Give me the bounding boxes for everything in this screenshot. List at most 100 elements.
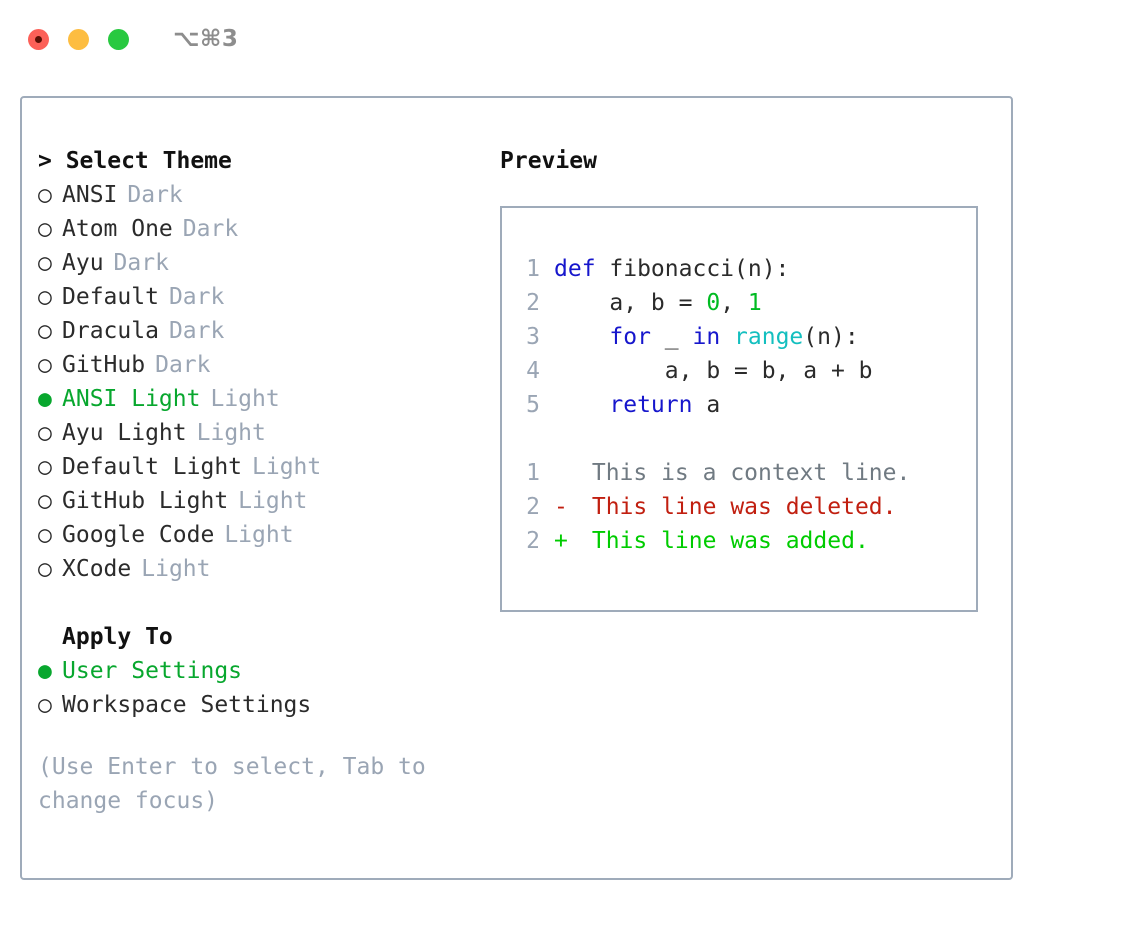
theme-option-ayu[interactable]: ○ Ayu Dark	[38, 246, 493, 280]
radio-unselected-icon: ○	[38, 250, 52, 276]
theme-option-kind: Dark	[182, 216, 239, 242]
code-token-plain: a	[692, 392, 721, 418]
theme-option-ansi[interactable]: ○ ANSI Dark	[38, 178, 493, 212]
code-line-number: 3	[526, 324, 540, 350]
apply-to-option-workspace-settings[interactable]: ○ Workspace Settings	[38, 688, 493, 722]
code-token-plain: a, b =	[554, 290, 707, 316]
preview-heading: Preview	[500, 148, 597, 174]
diff-line-number: 2	[526, 528, 540, 554]
keyboard-hint-text: (Use Enter to select, Tab to change focu…	[38, 754, 426, 814]
code-line-text: a, b = 0, 1	[554, 286, 762, 320]
radio-unselected-icon: ○	[38, 522, 52, 548]
code-token-kw: in	[692, 324, 721, 350]
radio-unselected-icon: ○	[38, 182, 52, 208]
theme-option-label: XCode	[62, 556, 132, 582]
code-line-text: a, b = b, a + b	[554, 354, 873, 388]
diff-line-ctx: 1 This is a context line.	[514, 456, 968, 490]
minimize-window-icon[interactable]	[68, 28, 89, 50]
theme-option-label: ANSI	[62, 182, 118, 208]
apply-to-option-user-settings[interactable]: ●User Settings	[38, 654, 493, 688]
theme-option-kind: Dark	[168, 318, 225, 344]
theme-option-kind: Light	[210, 386, 280, 412]
radio-unselected-icon: ○	[38, 692, 52, 718]
code-token-num: 1	[747, 290, 762, 316]
code-line-text: def fibonacci(n):	[554, 252, 789, 286]
theme-option-github[interactable]: ○ GitHub Dark	[38, 348, 493, 382]
radio-selected-icon: ●	[38, 386, 52, 412]
list-spacer	[38, 586, 493, 620]
radio-unselected-icon: ○	[38, 454, 52, 480]
code-line-text: for _ in range(n):	[554, 320, 859, 354]
theme-option-kind: Dark	[168, 284, 225, 310]
theme-option-kind: Light	[238, 488, 308, 514]
code-token-num: 0	[706, 290, 721, 316]
close-window-icon[interactable]	[28, 28, 49, 50]
theme-option-kind: Dark	[127, 182, 183, 208]
keyboard-shortcut-label: ⌥⌘3	[173, 25, 239, 52]
code-line-text: return a	[554, 388, 720, 422]
diff-sample: 1 This is a context line.2- This line wa…	[514, 456, 968, 558]
theme-option-kind: Dark	[155, 352, 211, 378]
maximize-window-icon[interactable]	[108, 28, 129, 50]
diff-line-add: 2 + This line was added.	[514, 524, 968, 558]
theme-option-label: Atom One	[62, 216, 173, 242]
code-line: 1 def fibonacci(n):	[514, 252, 968, 286]
code-token-kw: return	[609, 392, 693, 418]
code-token-kw: def	[554, 256, 596, 282]
apply-to-heading: Apply To	[62, 624, 173, 650]
theme-option-kind: Dark	[113, 250, 169, 276]
theme-option-label: Google Code	[62, 522, 215, 548]
theme-option-label: Dracula	[62, 318, 159, 344]
diff-line-number: 2	[526, 494, 540, 520]
code-line-number: 1	[526, 256, 540, 282]
theme-option-kind: Light	[141, 556, 211, 582]
theme-option-label: ANSI Light	[62, 386, 201, 412]
diff-marker: +	[554, 528, 568, 554]
apply-to-option-label: Workspace Settings	[62, 692, 312, 718]
theme-option-kind: Light	[224, 522, 294, 548]
diff-marker	[554, 456, 578, 490]
theme-option-label: GitHub	[62, 352, 146, 378]
theme-option-kind: Light	[252, 454, 322, 480]
code-token-plain: (n):	[803, 324, 859, 350]
diff-line-text: This line was added.	[578, 528, 869, 554]
diff-line-del: 2- This line was deleted.	[514, 490, 968, 524]
traffic-light-group	[28, 28, 129, 50]
radio-unselected-icon: ○	[38, 318, 52, 344]
diff-marker: -	[554, 494, 568, 520]
code-token-plain: _	[650, 324, 693, 350]
apply-to-option-list[interactable]: ●User Settings ○ Workspace Settings	[38, 654, 493, 722]
code-token-plain	[554, 324, 609, 350]
theme-option-kind: Light	[196, 420, 266, 446]
radio-unselected-icon: ○	[38, 420, 52, 446]
theme-option-label: Ayu	[62, 250, 104, 276]
code-line: 2 a, b = 0, 1	[514, 286, 968, 320]
code-token-plain	[720, 324, 734, 350]
apply-to-option-label: User Settings	[62, 658, 243, 684]
code-token-plain: fibonacci(n):	[595, 256, 790, 282]
code-line-number: 5	[526, 392, 540, 418]
code-token-kw: for	[609, 324, 651, 350]
code-line: 5 return a	[514, 388, 968, 422]
theme-option-ansi-light[interactable]: ● ANSI Light Light	[38, 382, 493, 416]
code-token-built: range	[734, 324, 804, 350]
radio-unselected-icon: ○	[38, 352, 52, 378]
code-line: 3 for _ in range(n):	[514, 320, 968, 354]
theme-option-google-code[interactable]: ○ Google Code Light	[38, 518, 493, 552]
theme-option-dracula[interactable]: ○ Dracula Dark	[38, 314, 493, 348]
diff-line-text: This line was deleted.	[578, 494, 897, 520]
